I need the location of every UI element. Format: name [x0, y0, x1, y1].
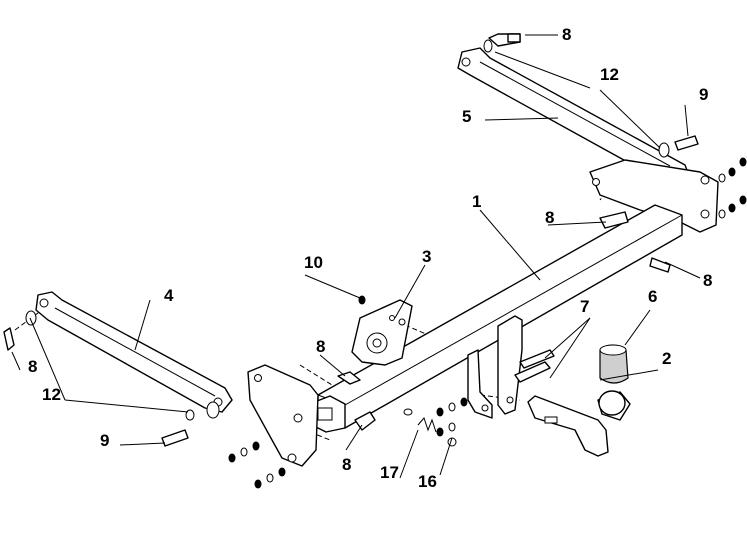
callout-7: 7: [580, 297, 589, 316]
callout-4: 4: [164, 286, 174, 305]
left-arm-bracket: [35, 291, 319, 467]
right-arm-bracket: [457, 47, 719, 233]
callout-10: 10: [304, 253, 323, 272]
washers: [25, 39, 670, 421]
callout-3: 3: [422, 247, 431, 266]
leader-lines: [11, 34, 701, 479]
callout-17: 17: [380, 463, 399, 482]
callout-8-left-lower: 8: [342, 455, 351, 474]
ball-cap: [599, 344, 629, 384]
callout-16: 16: [418, 472, 437, 491]
callout-9-right: 9: [699, 85, 708, 104]
callout-8-center: 8: [545, 208, 554, 227]
callout-8-right: 8: [703, 271, 712, 290]
nut-sets: [228, 157, 747, 489]
callout-8-far-left: 8: [28, 357, 37, 376]
callout-9-left: 9: [100, 431, 109, 450]
callout-5: 5: [462, 107, 471, 126]
callout-labels: 1 2 3 4 5 6 7 8 8 8 8 8 8 9 9 10 12 12 1…: [28, 25, 712, 491]
main-crossbar: [311, 204, 683, 433]
callout-8-top: 8: [562, 25, 571, 44]
ball-mount-plates: [467, 315, 523, 419]
callout-12-left: 12: [42, 385, 61, 404]
ball-bolts: [514, 349, 555, 383]
tow-ball: [527, 390, 631, 457]
callout-6: 6: [648, 287, 657, 306]
callout-8-left-upper: 8: [316, 337, 325, 356]
bolts: [3, 33, 671, 431]
callout-12-right: 12: [600, 65, 619, 84]
spring-washer: [417, 417, 437, 433]
socket-plate: [351, 299, 413, 366]
bolts-m12: [161, 135, 699, 447]
callout-2: 2: [662, 349, 671, 368]
callout-1: 1: [472, 192, 481, 211]
